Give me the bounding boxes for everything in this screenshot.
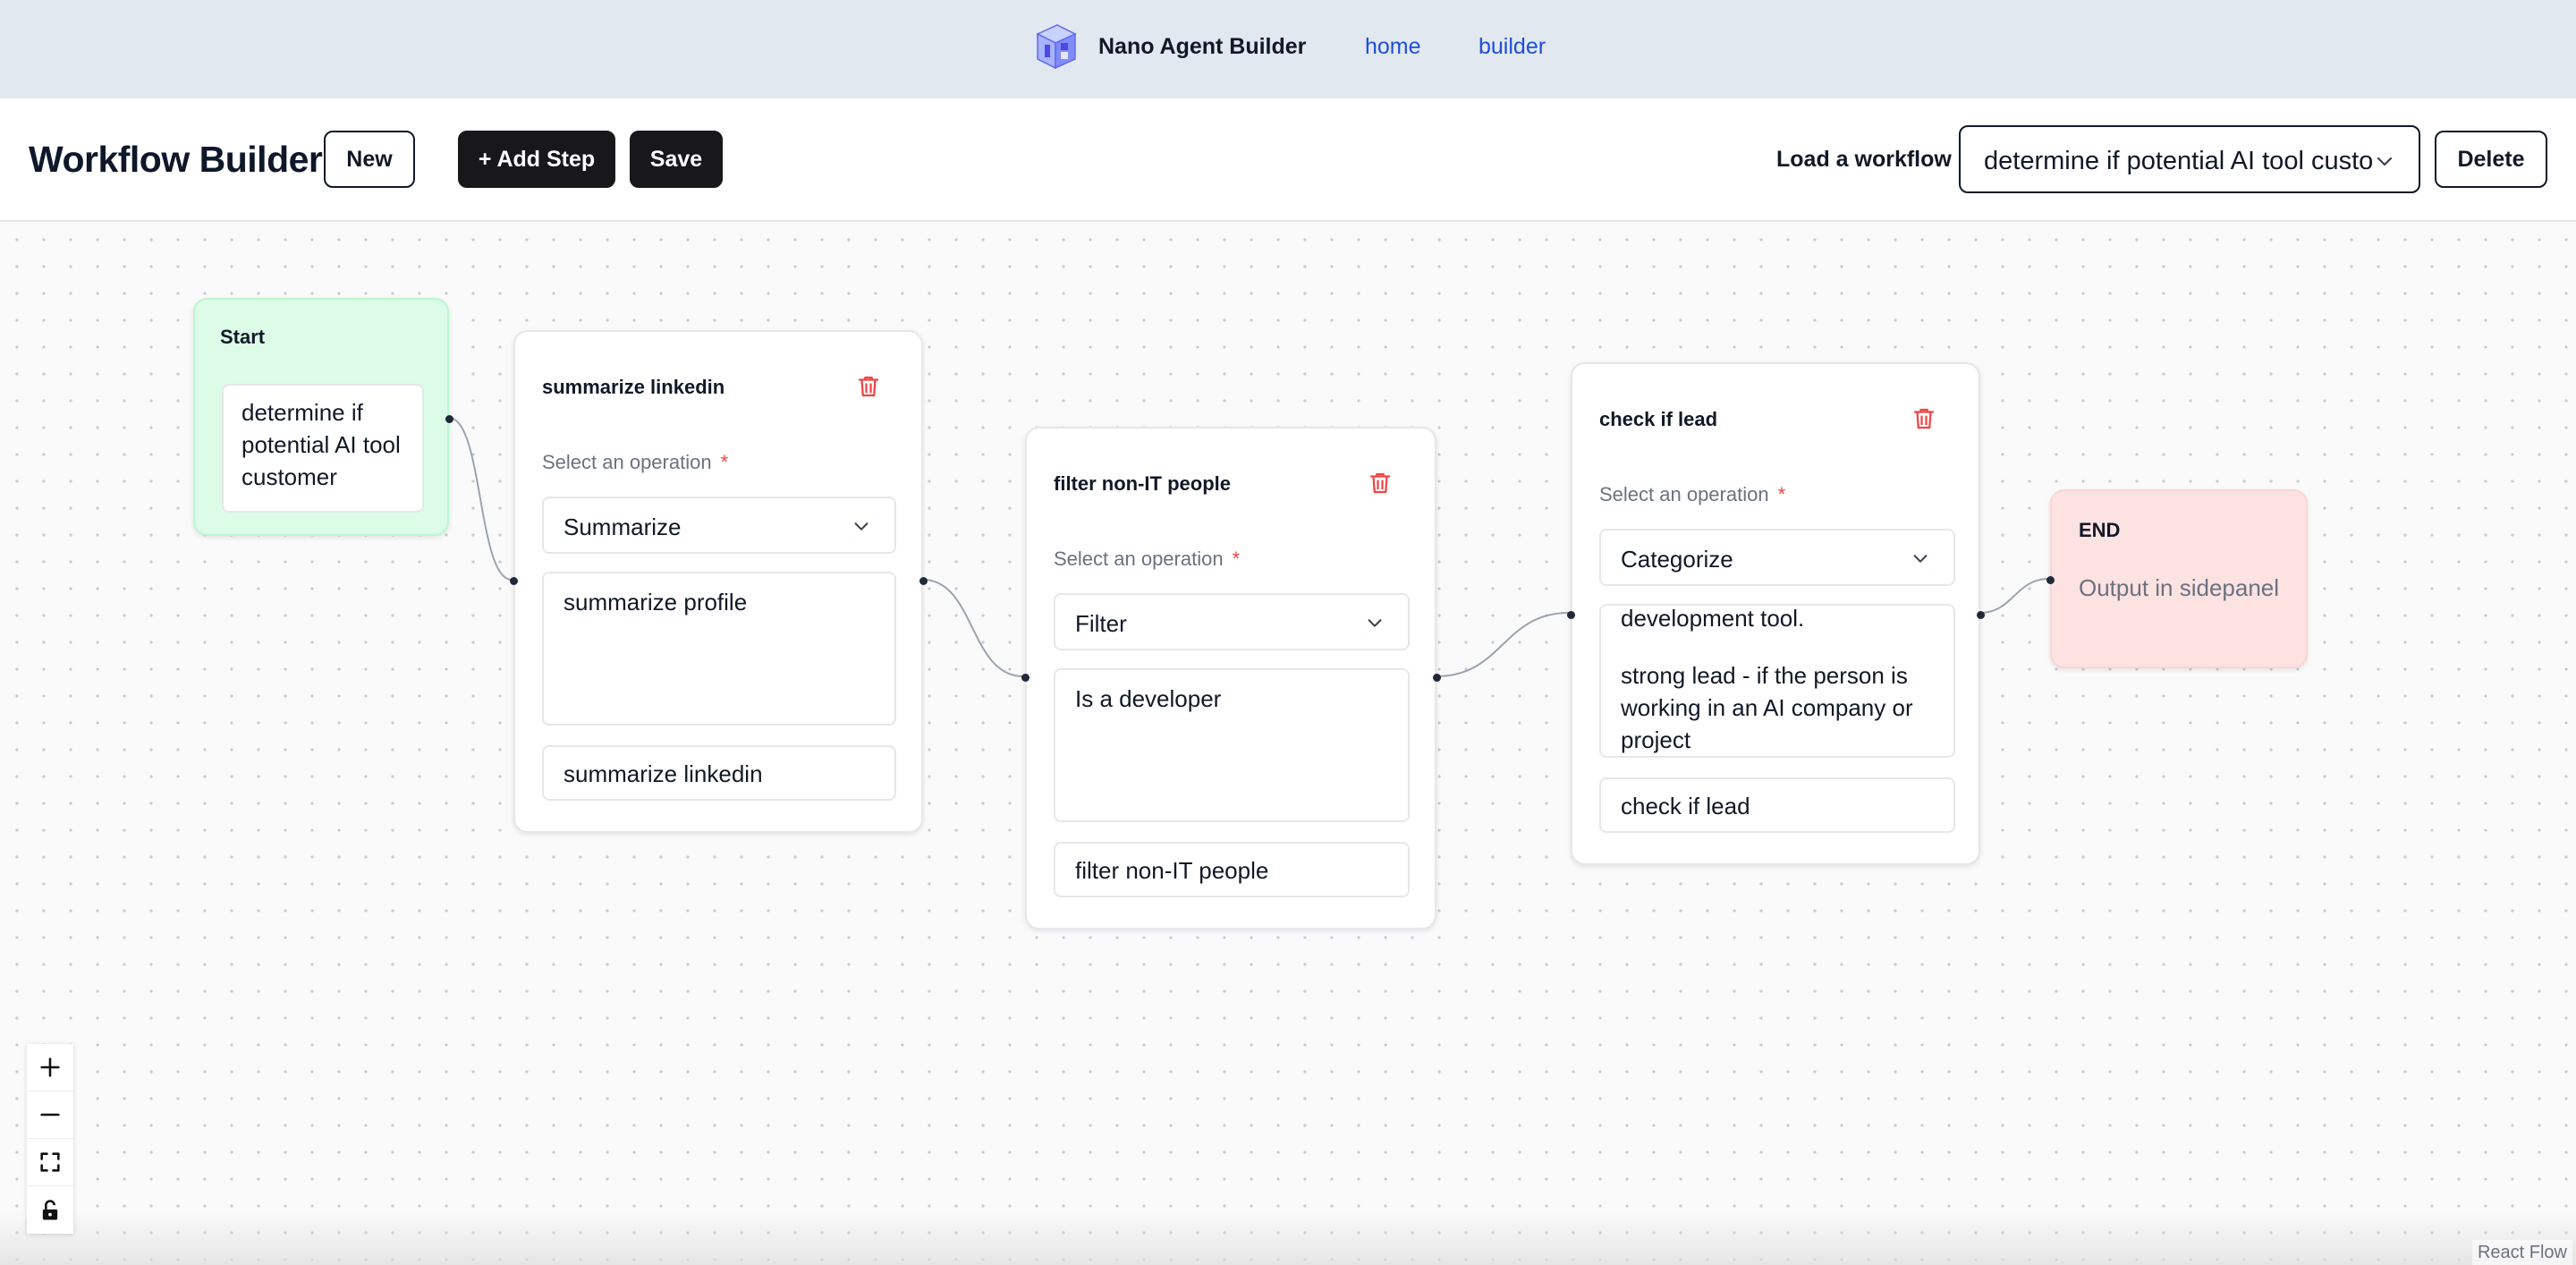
top-navbar: Nano Agent Builder home builder [0, 0, 2576, 98]
prompt-textarea[interactable]: summarize profile [542, 572, 896, 726]
fit-view-icon [40, 1152, 60, 1172]
flow-controls [27, 1044, 73, 1234]
brand-name: Nano Agent Builder [1098, 34, 1307, 59]
prompt-line: strong lead - if the person is working i… [1621, 662, 1913, 753]
step-node-summarize-linkedin[interactable]: summarize linkedin Select an operation* … [510, 330, 928, 833]
step-node-title: check if lead [1599, 408, 1718, 430]
zoom-in-button[interactable] [27, 1044, 73, 1091]
operation-value: Categorize [1621, 546, 1733, 573]
chevron-down-icon [854, 522, 869, 531]
minus-icon [40, 1113, 60, 1116]
end-node[interactable]: END Output in sidepanel [2046, 489, 2308, 668]
operation-label: Select an operation* [1599, 483, 1786, 505]
start-goal-textarea[interactable]: determine if potential AI tool customer [222, 384, 424, 513]
end-node-title: END [2079, 519, 2121, 541]
workflow-toolbar: Workflow Builder New + Add Step Save Loa… [0, 98, 2576, 222]
edge-filter-lead [1436, 612, 1570, 677]
prompt-line: development tool. [1621, 605, 1805, 632]
prompt-textarea[interactable]: Is a developer [1054, 668, 1410, 822]
trash-icon[interactable] [1911, 405, 1937, 432]
start-node[interactable]: Start determine if potential AI tool cus… [193, 298, 453, 536]
step-name-input[interactable]: filter non-IT people [1054, 842, 1410, 897]
start-source-handle[interactable] [445, 415, 453, 423]
add-step-button[interactable]: + Add Step [458, 131, 615, 188]
operation-select[interactable]: Categorize [1599, 529, 1955, 586]
operation-label: Select an operation* [542, 451, 729, 473]
nav-link-builder[interactable]: builder [1479, 34, 1546, 59]
required-mark: * [1777, 483, 1786, 505]
end-node-output-text: Output in sidepanel [2079, 574, 2280, 601]
toggle-interactivity-button[interactable] [27, 1186, 73, 1234]
step-node-filter-non-it-people[interactable]: filter non-IT people Select an operation… [1021, 427, 1441, 930]
page-title: Workflow Builder [29, 139, 323, 180]
step-name-input[interactable]: check if lead [1599, 777, 1955, 833]
lock-icon [42, 1199, 58, 1219]
step-name-input[interactable]: summarize linkedin [542, 745, 896, 801]
step-node-check-if-lead[interactable]: check if lead Select an operation* Categ… [1567, 362, 1985, 865]
required-mark: * [1232, 548, 1241, 570]
operation-value: Filter [1075, 610, 1127, 637]
save-button[interactable]: Save [630, 131, 723, 188]
target-handle[interactable] [510, 577, 518, 585]
source-handle[interactable] [919, 577, 928, 585]
step-node-title: summarize linkedin [542, 376, 725, 398]
load-workflow-value: determine if potential AI tool customer [1984, 147, 2374, 175]
load-workflow-label: Load a workflow [1776, 147, 1952, 172]
edge-summarize-filter [922, 579, 1024, 677]
load-workflow-select[interactable]: determine if potential AI tool customer [1959, 125, 2420, 193]
chevron-down-icon [1913, 555, 1928, 563]
canvas-bottom-fade [0, 1211, 2576, 1265]
target-handle[interactable] [1567, 611, 1575, 619]
zoom-out-button[interactable] [27, 1091, 73, 1139]
source-handle[interactable] [1977, 611, 1985, 619]
chevron-down-icon [1368, 619, 1382, 627]
edge-lead-end [1979, 578, 2049, 614]
source-handle[interactable] [1433, 674, 1441, 682]
plus-icon [40, 1057, 60, 1077]
fit-view-button[interactable] [27, 1139, 73, 1186]
trash-icon[interactable] [1367, 470, 1394, 497]
start-node-title: Start [220, 326, 266, 348]
react-flow-attribution[interactable]: React Flow [2471, 1240, 2572, 1265]
app-logo-icon [1036, 24, 1077, 70]
step-node-title: filter non-IT people [1054, 472, 1231, 495]
prompt-textarea[interactable]: development tool. strong lead - if the p… [1599, 604, 1955, 758]
new-button[interactable]: New [324, 131, 415, 188]
target-handle[interactable] [2046, 576, 2055, 584]
operation-select[interactable]: Filter [1054, 593, 1410, 650]
trash-icon[interactable] [855, 373, 882, 400]
chevron-down-icon [2377, 157, 2393, 166]
delete-button[interactable]: Delete [2435, 131, 2547, 188]
edges-layer [448, 417, 2049, 677]
target-handle[interactable] [1021, 674, 1030, 682]
required-mark: * [720, 451, 729, 473]
operation-label: Select an operation* [1054, 548, 1241, 570]
edge-start-summarize [448, 417, 513, 581]
flow-canvas[interactable]: Start determine if potential AI tool cus… [0, 223, 2576, 1265]
nav-link-home[interactable]: home [1365, 34, 1421, 59]
operation-value: Summarize [564, 514, 682, 540]
operation-select[interactable]: Summarize [542, 497, 896, 554]
